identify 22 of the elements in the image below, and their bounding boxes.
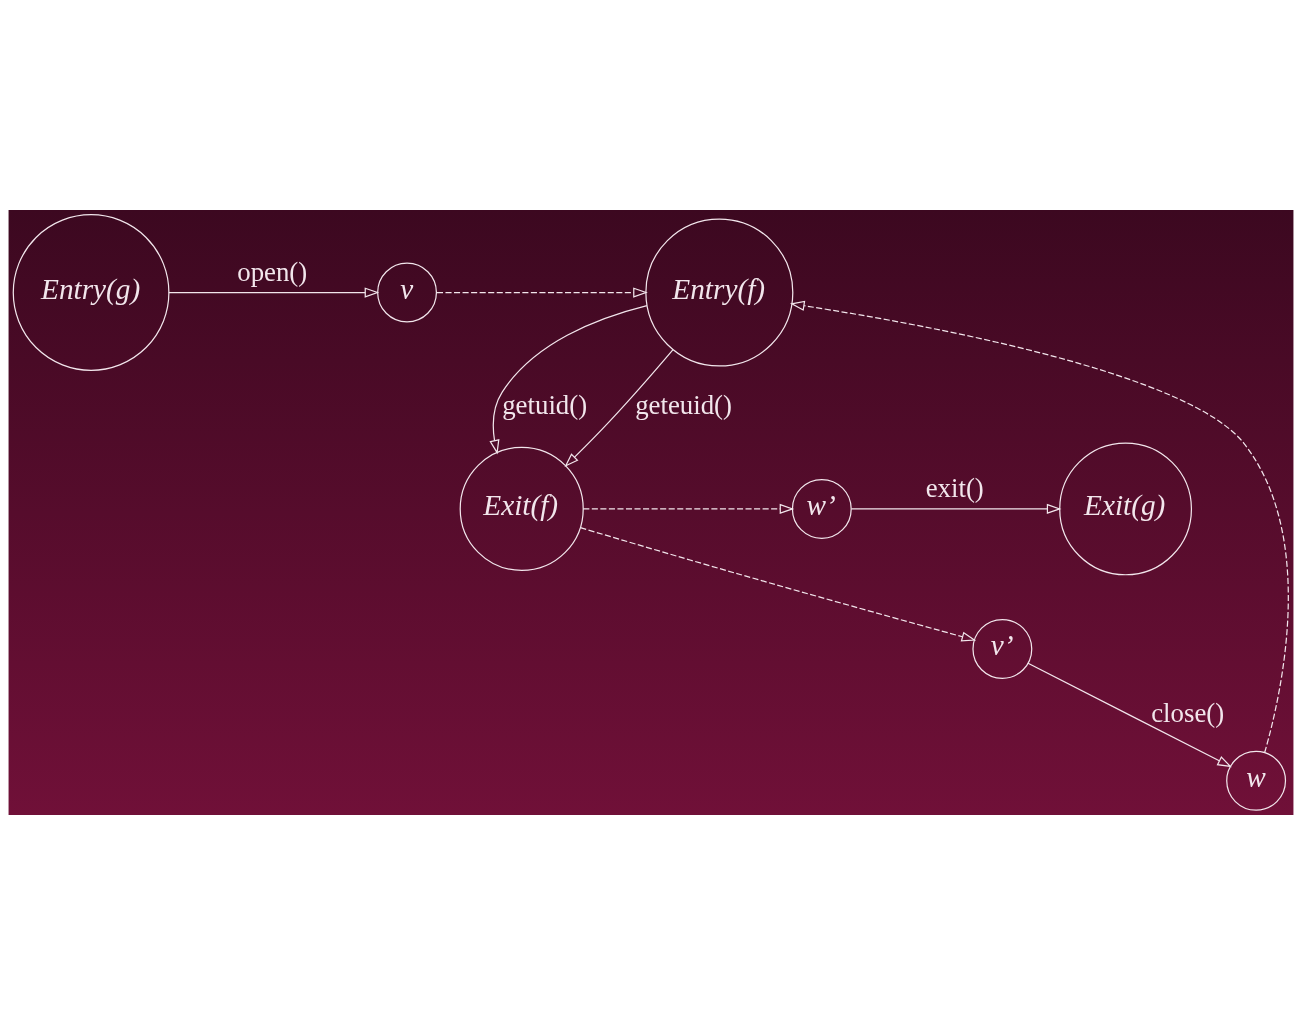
node-circle: Entry(g)	[12, 214, 170, 371]
node-circle: Exit(f)	[459, 446, 584, 571]
edge-label: open()	[237, 257, 308, 288]
arrow	[436, 287, 648, 298]
arrow	[168, 287, 380, 298]
arrow	[789, 300, 1289, 754]
node-circle: Entry(f)	[645, 218, 794, 367]
node-circle: Exit(g)	[1059, 442, 1193, 576]
node-circle: w’	[791, 478, 852, 539]
node-circle: w	[1226, 750, 1287, 811]
edge-label: close()	[1151, 697, 1225, 728]
arrow	[579, 527, 977, 642]
arrow	[850, 503, 1062, 515]
edge-label: exit()	[925, 473, 984, 504]
arrow	[582, 503, 795, 515]
arrow	[564, 349, 674, 468]
edge-label: geteuid()	[635, 389, 733, 420]
node-circle: v	[377, 262, 438, 323]
edge-label: getuid()	[502, 389, 588, 420]
node-circle: v’	[972, 618, 1033, 679]
arrow	[1027, 662, 1232, 768]
arrow	[489, 305, 648, 455]
